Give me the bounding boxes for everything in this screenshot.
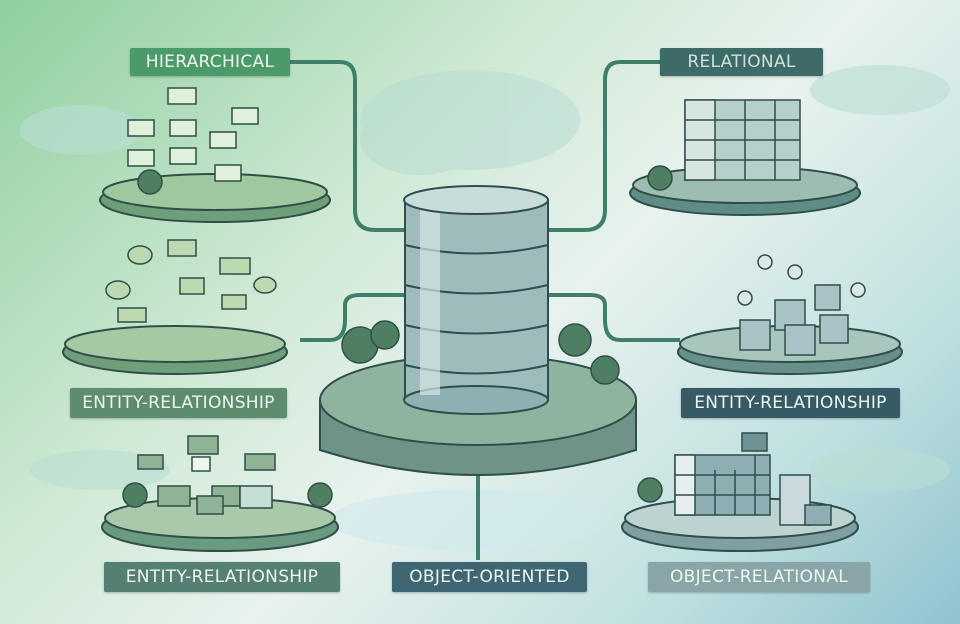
- relational-table: [684, 99, 801, 181]
- label-entity-relationship-bottom: ENTITY-RELATIONSHIP: [104, 562, 340, 592]
- background-clouds: [20, 65, 950, 550]
- label-object-relational: OBJECT-RELATIONAL: [648, 562, 870, 592]
- label-object-oriented: OBJECT-ORIENTED: [392, 562, 587, 592]
- er-bottom-boxes: [137, 435, 276, 515]
- er-right-cubes: [737, 254, 866, 356]
- database-cylinder-icon: [403, 185, 549, 415]
- label-hierarchical: HIERARCHICAL: [130, 48, 290, 76]
- object-relational-grid: [674, 432, 832, 526]
- label-relational: RELATIONAL: [660, 48, 823, 76]
- hierarchy-boxes: [127, 87, 259, 182]
- label-entity-relationship-left: ENTITY-RELATIONSHIP: [70, 388, 287, 418]
- trees: [122, 165, 673, 508]
- er-left-nodes: [105, 239, 277, 323]
- label-entity-relationship-right: ENTITY-RELATIONSHIP: [681, 388, 900, 418]
- connector-lines: [290, 60, 680, 560]
